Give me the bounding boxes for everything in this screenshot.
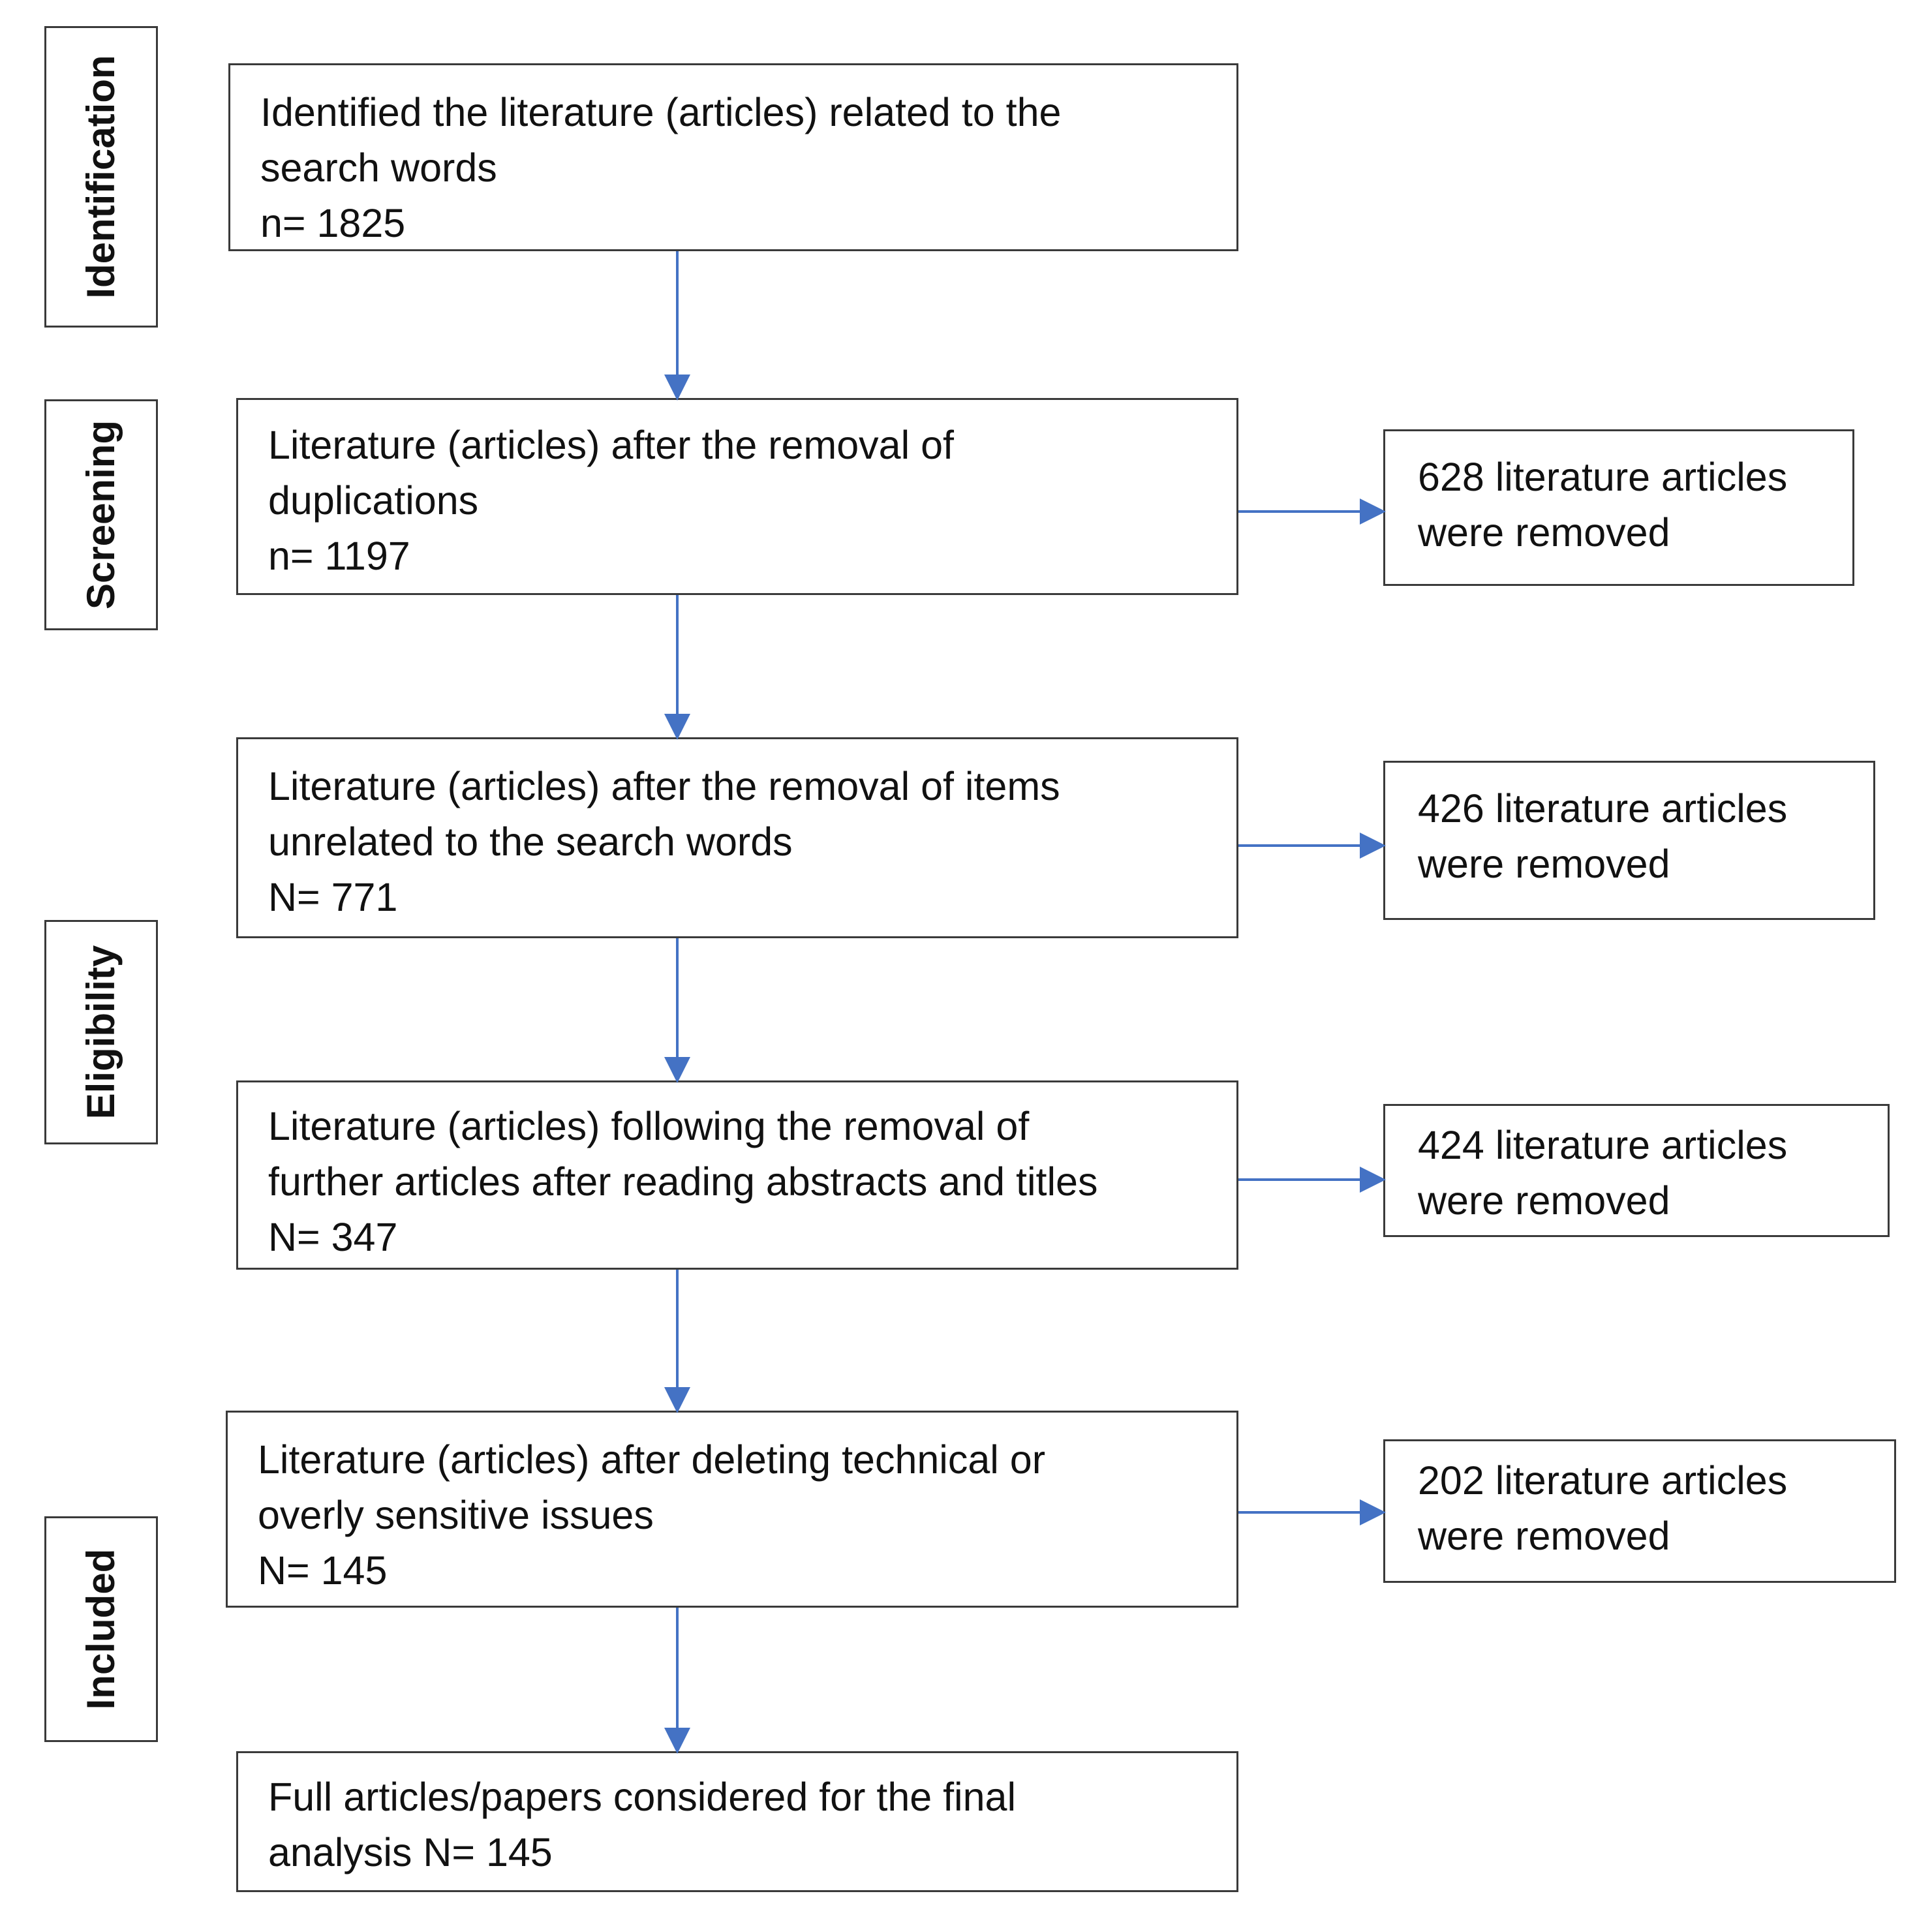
box-line: Identified the literature (articles) rel… bbox=[260, 90, 1062, 134]
box-count: N= 771 bbox=[268, 875, 398, 919]
removed-box-628: 628 literature articles were removed bbox=[1383, 429, 1854, 586]
box-line: unrelated to the search words bbox=[268, 819, 793, 864]
flow-box-abstract-screened: Literature (articles) following the remo… bbox=[236, 1080, 1238, 1270]
stage-label-identification: Identification bbox=[44, 26, 158, 328]
box-line: Literature (articles) following the remo… bbox=[268, 1104, 1030, 1148]
flow-box-deduplicated: Literature (articles) after the removal … bbox=[236, 398, 1238, 595]
box-line: duplications bbox=[268, 478, 479, 523]
box-line: Literature (articles) after the removal … bbox=[268, 423, 954, 467]
box-count: n= 1825 bbox=[260, 201, 406, 245]
box-line: 202 literature articles bbox=[1418, 1458, 1788, 1503]
box-line: further articles after reading abstracts… bbox=[268, 1159, 1098, 1204]
flow-box-identified: Identified the literature (articles) rel… bbox=[228, 63, 1238, 251]
box-line: Full articles/papers considered for the … bbox=[268, 1775, 1017, 1819]
stage-label-included: Included bbox=[44, 1516, 158, 1742]
box-count: N= 145 bbox=[258, 1548, 388, 1593]
box-line: were removed bbox=[1418, 510, 1670, 555]
box-line: Literature (articles) after deleting tec… bbox=[258, 1437, 1046, 1482]
box-line: overly sensitive issues bbox=[258, 1493, 654, 1537]
box-line: were removed bbox=[1418, 1178, 1670, 1223]
removed-box-426: 426 literature articles were removed bbox=[1383, 761, 1875, 920]
stage-label-screening: Screening bbox=[44, 399, 158, 630]
removed-box-202: 202 literature articles were removed bbox=[1383, 1439, 1896, 1583]
box-line: search words bbox=[260, 145, 497, 190]
box-line: 628 literature articles bbox=[1418, 455, 1788, 499]
flow-box-technical-removed: Literature (articles) after deleting tec… bbox=[226, 1411, 1238, 1608]
box-line: were removed bbox=[1418, 1514, 1670, 1558]
flow-box-final-analysis: Full articles/papers considered for the … bbox=[236, 1751, 1238, 1892]
box-line: analysis N= 145 bbox=[268, 1830, 553, 1875]
box-line: 426 literature articles bbox=[1418, 786, 1788, 831]
box-line: were removed bbox=[1418, 842, 1670, 886]
box-line: 424 literature articles bbox=[1418, 1123, 1788, 1167]
box-line: Literature (articles) after the removal … bbox=[268, 764, 1060, 808]
stage-label-eligibility: Eligibility bbox=[44, 920, 158, 1144]
flow-box-relevant: Literature (articles) after the removal … bbox=[236, 737, 1238, 938]
box-count: N= 347 bbox=[268, 1215, 398, 1259]
box-count: n= 1197 bbox=[268, 534, 410, 578]
